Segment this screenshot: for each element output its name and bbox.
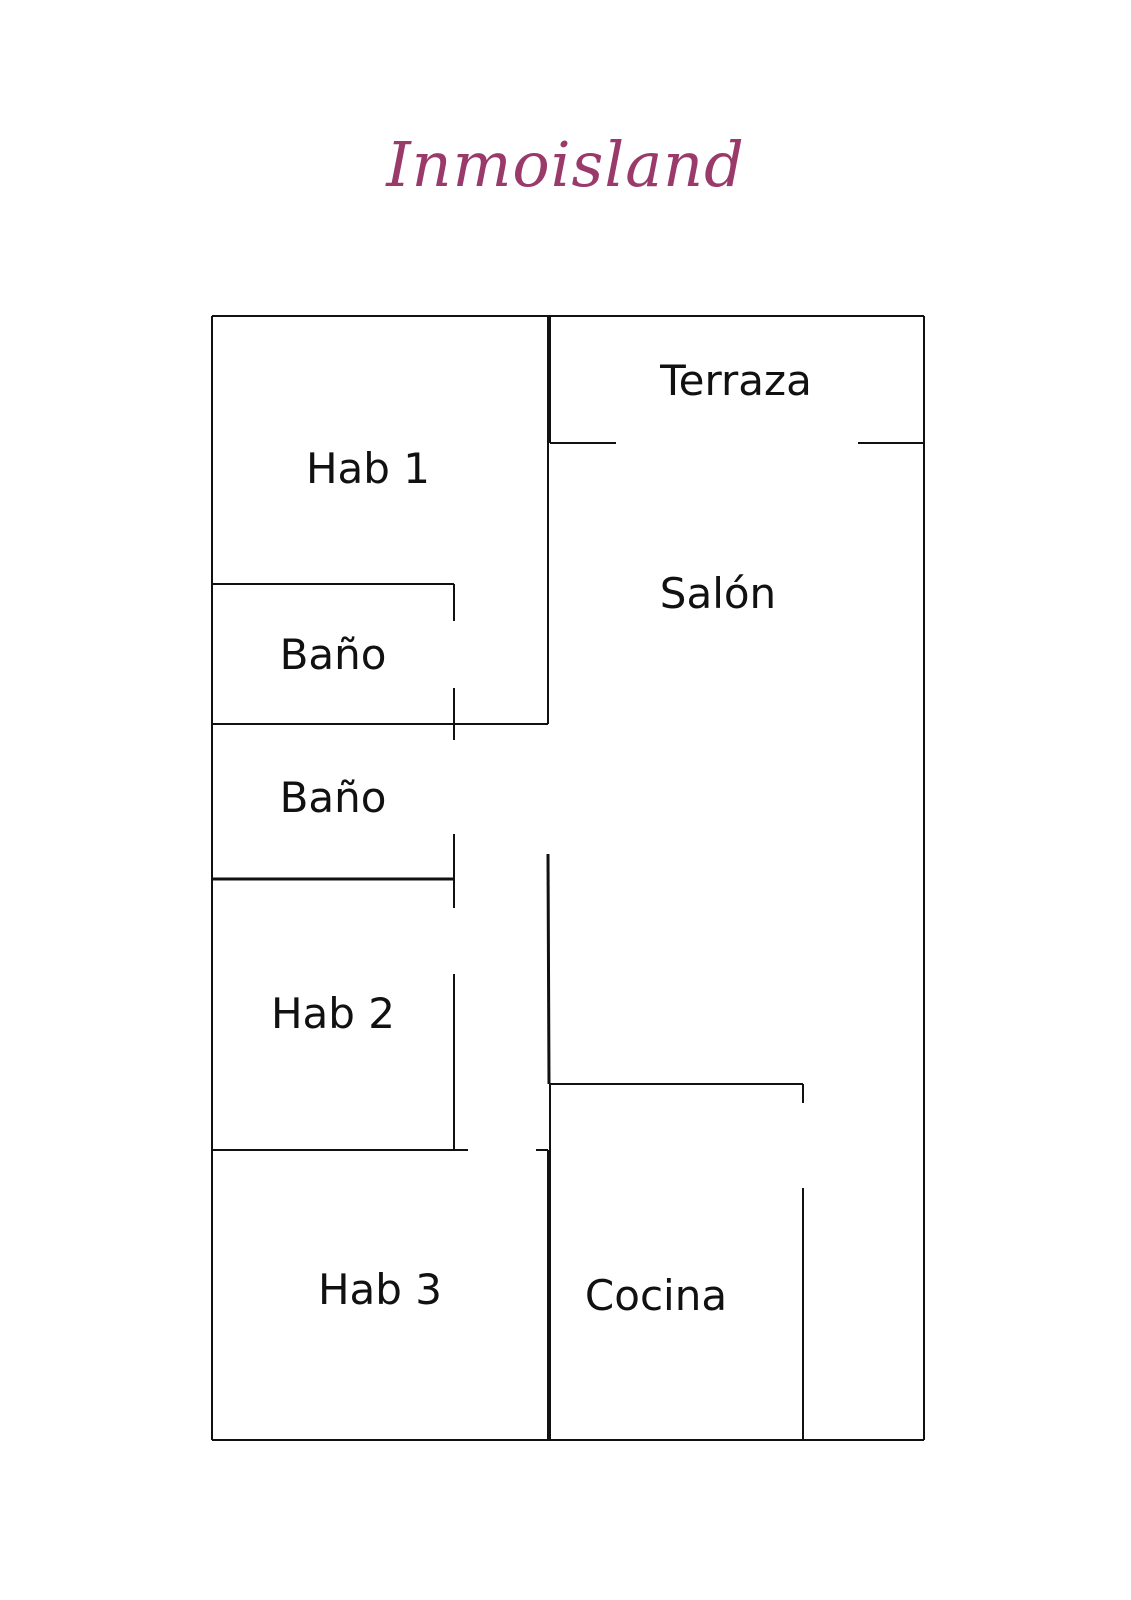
room-label-hab3: Hab 3 [318, 1265, 442, 1314]
hab3-walls [536, 1149, 549, 1440]
terraza-walls [549, 316, 924, 444]
room-label-bano1: Baño [280, 630, 387, 679]
brand-logo: Inmoisland [386, 128, 745, 201]
bano2-walls [212, 834, 455, 908]
room-label-hab1: Hab 1 [306, 444, 430, 493]
bano1-walls [212, 583, 455, 740]
room-label-salon: Salón [660, 569, 776, 618]
cocina-walls [549, 1084, 804, 1440]
hab2-walls [212, 974, 468, 1151]
room-label-hab2: Hab 2 [271, 989, 395, 1038]
room-label-cocina: Cocina [585, 1271, 727, 1320]
room-label-terraza: Terraza [659, 356, 812, 405]
room-label-bano2: Baño [280, 773, 387, 822]
hab1-walls [454, 316, 549, 725]
salon-walls [546, 853, 804, 1103]
